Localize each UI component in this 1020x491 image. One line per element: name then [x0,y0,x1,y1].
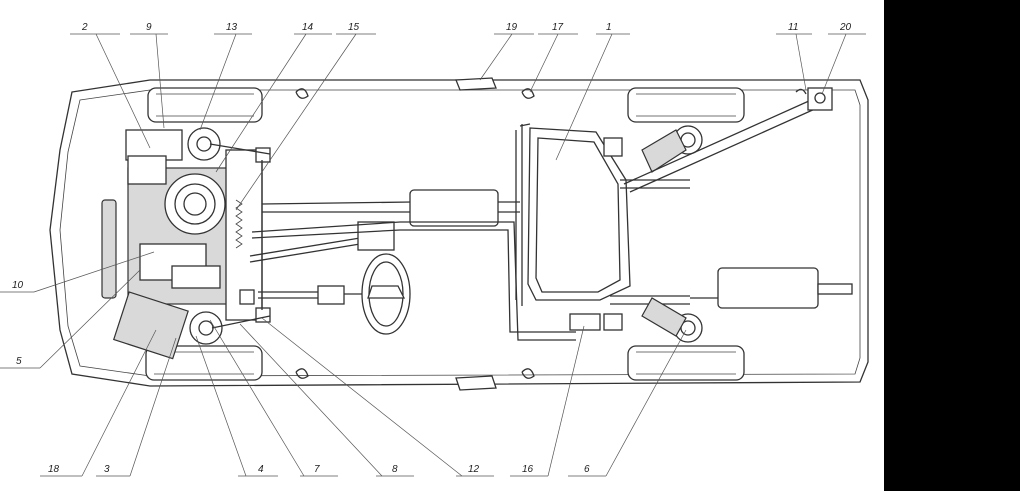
callout-19: 19 [506,22,518,33]
body-bracket-bottom-left [455,375,497,391]
callout-12: 12 [468,464,480,475]
callout-13: 13 [226,22,238,33]
fuel-tank [527,127,631,301]
callout-3: 3 [104,464,110,475]
front-left-hub [187,127,221,161]
callout-9: 9 [146,22,152,33]
callout-18: 18 [48,464,60,475]
diagram-canvas: 2 9 13 14 15 19 17 1 11 20 10 5 18 3 4 7… [0,0,884,491]
callout-15: 15 [348,22,360,33]
callout-8: 8 [392,464,398,475]
front-bumper [101,199,117,299]
callout-14: 14 [302,22,314,33]
callout-17: 17 [552,22,564,33]
steering-box [357,221,395,251]
callout-7: 7 [314,464,320,475]
flywheel [164,173,226,235]
callout-6: 6 [584,464,590,475]
leader-lines [0,33,866,477]
callout-16: 16 [522,464,534,475]
rear-right-wheel [627,345,745,381]
engine-mount [112,291,189,360]
front-right-hub [189,311,223,345]
car-underbody-diagram: 2 9 13 14 15 19 17 1 11 20 10 5 18 3 4 7… [0,22,869,477]
callout-11: 11 [788,22,798,33]
front-right-wheel [145,345,263,381]
callout-10: 10 [12,280,24,291]
front-left-wheel [147,87,263,123]
rear-left-arm [641,129,687,173]
front-silencer [409,189,499,227]
rear-left-wheel [627,87,745,123]
callout-2: 2 [81,22,88,33]
callout-1: 1 [606,22,612,33]
callout-4: 4 [258,464,264,475]
callout-20: 20 [839,22,852,33]
body-outline [49,79,869,387]
body-bracket-top-left [455,77,497,91]
callout-5: 5 [16,356,22,367]
rear-silencer [717,267,819,309]
rear-right-arm [641,297,687,337]
